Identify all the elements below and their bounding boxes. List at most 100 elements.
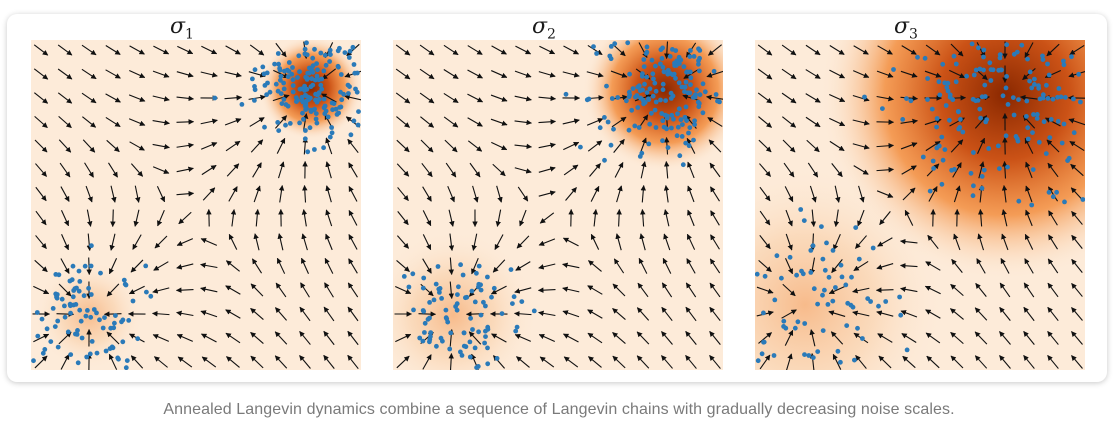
sample-point (283, 102, 289, 107)
sample-point (755, 358, 761, 364)
sample-point (86, 285, 91, 291)
score-arrow (829, 140, 845, 152)
sample-point (1003, 133, 1009, 139)
sample-point (944, 85, 950, 90)
score-arrow (686, 233, 696, 250)
sample-point (474, 365, 479, 370)
score-arrow (1047, 282, 1059, 298)
sample-point (988, 78, 994, 83)
sample-point (310, 55, 316, 61)
score-arrow (348, 185, 358, 202)
sample-point (464, 294, 470, 300)
score-arrow (1071, 211, 1083, 225)
sample-point (604, 83, 609, 89)
score-arrow (706, 94, 723, 101)
sample-point (35, 333, 41, 339)
sample-point (931, 166, 936, 171)
score-arrow (514, 119, 532, 126)
score-arrow (325, 233, 333, 251)
sample-point (659, 111, 665, 116)
sample-point (673, 48, 679, 53)
score-arrow (348, 258, 358, 274)
score-arrow (224, 94, 243, 101)
score-arrow (230, 209, 237, 227)
sample-point (305, 149, 311, 155)
score-arrow (421, 162, 433, 178)
sample-point (674, 133, 680, 139)
sample-point (510, 301, 515, 306)
score-arrow (250, 139, 264, 153)
sample-point (964, 73, 969, 79)
sample-point (1014, 136, 1020, 142)
score-arrow (1071, 283, 1083, 297)
sample-point (665, 71, 671, 77)
sample-point (427, 300, 432, 305)
score-arrow (129, 69, 146, 79)
sample-point (660, 118, 666, 124)
sample-point (327, 47, 333, 53)
score-arrow (396, 355, 410, 369)
sample-point (341, 91, 346, 97)
score-arrow (448, 281, 455, 300)
sample-point (783, 325, 789, 331)
sample-point (649, 110, 654, 116)
sample-point (781, 318, 787, 324)
sample-point (312, 77, 318, 83)
sample-point (687, 54, 693, 59)
sample-point (942, 147, 948, 152)
score-arrow (1068, 118, 1085, 126)
sample-point (319, 86, 325, 92)
score-arrow (639, 233, 646, 251)
score-arrow (784, 329, 794, 346)
score-arrow (876, 263, 894, 270)
score-arrow (110, 185, 117, 203)
score-arrow (275, 42, 287, 58)
sample-point (986, 146, 992, 151)
score-arrow (759, 354, 771, 370)
sample-point (802, 352, 807, 357)
score-arrow (709, 330, 721, 345)
sample-point (75, 328, 80, 333)
sample-point (1034, 112, 1040, 117)
sample-point (971, 183, 976, 189)
sample-point (346, 55, 352, 60)
score-arrow (537, 287, 556, 293)
sample-point (483, 303, 488, 309)
sample-point (641, 64, 647, 69)
sample-point (455, 292, 460, 297)
sample-point (653, 63, 658, 69)
sample-point (299, 94, 305, 100)
sample-point (976, 45, 981, 51)
sample-point (639, 150, 645, 156)
score-arrow (687, 209, 695, 227)
sample-point (290, 65, 295, 70)
score-arrow (829, 93, 846, 103)
score-arrow (977, 233, 985, 251)
sample-point (977, 66, 983, 72)
sample-point (646, 96, 651, 102)
sample-point (650, 93, 656, 99)
score-arrow (1047, 186, 1059, 202)
sample-point (303, 93, 309, 98)
score-arrow (324, 257, 334, 274)
sample-point (808, 248, 814, 253)
sample-point (91, 307, 97, 312)
score-arrow (471, 233, 478, 251)
sample-point (1045, 61, 1050, 67)
score-arrow (638, 257, 648, 274)
sample-point (1054, 189, 1059, 195)
sample-point (649, 57, 655, 63)
score-arrow (538, 334, 555, 342)
sample-point (212, 95, 218, 101)
score-arrow (278, 185, 285, 203)
sample-point (73, 302, 79, 307)
sample-point (996, 67, 1002, 73)
sample-point (70, 294, 76, 300)
sample-point (420, 285, 426, 291)
score-arrow (538, 166, 556, 173)
sample-point (1044, 82, 1049, 88)
sample-point (968, 170, 974, 176)
score-arrow (105, 116, 121, 128)
sample-point (632, 123, 638, 129)
sample-point (681, 64, 687, 70)
